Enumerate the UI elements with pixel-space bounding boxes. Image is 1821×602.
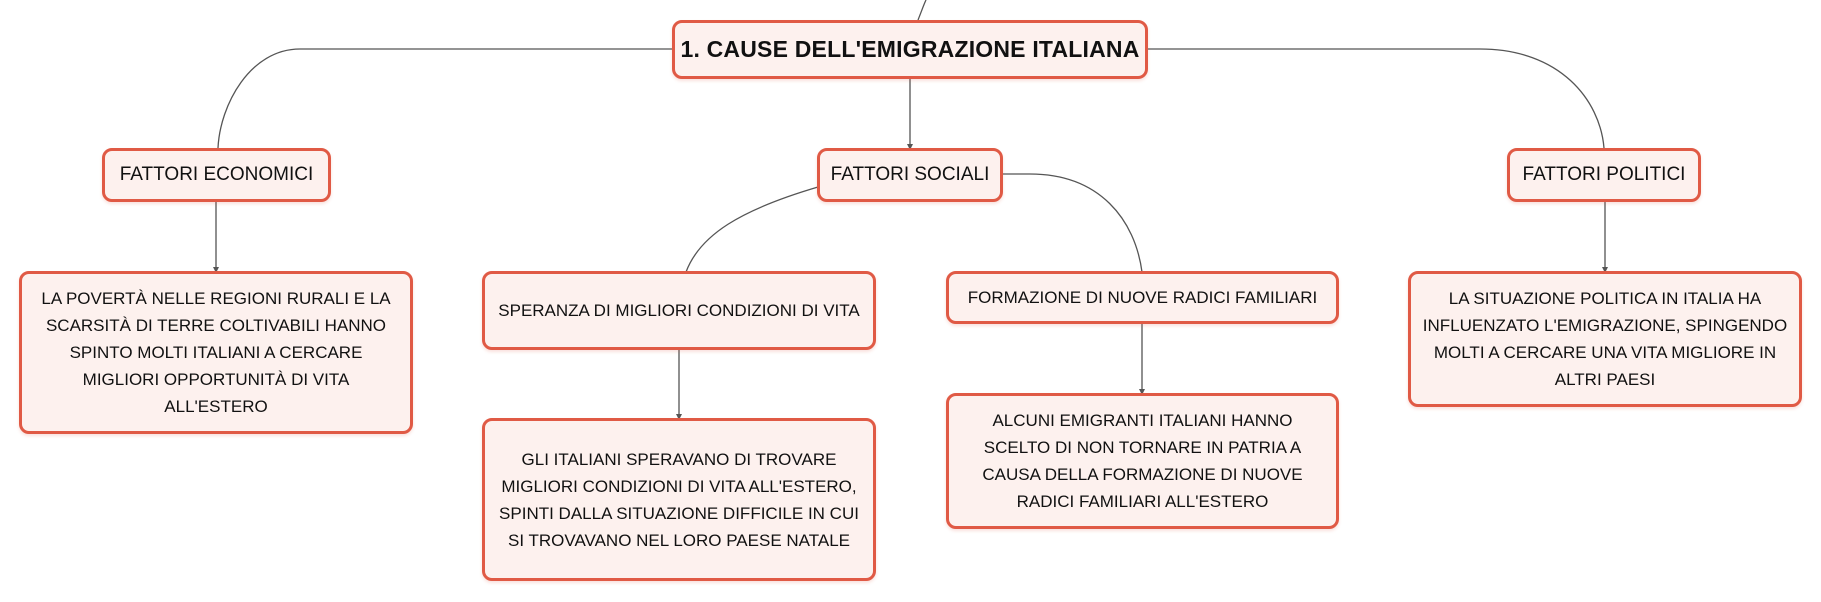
- root-topic-node[interactable]: 1. CAUSE DELL'EMIGRAZIONE ITALIANA: [672, 20, 1148, 79]
- hope-detail-text: GLI ITALIANI SPERAVANO DI TROVARE MIGLIO…: [499, 449, 859, 550]
- subtopic-hope-node[interactable]: SPERANZA DI MIGLIORI CONDIZIONI DI VITA: [482, 271, 876, 350]
- topic-political-factors[interactable]: FATTORI POLITICI: [1507, 148, 1701, 202]
- roots-detail-text: ALCUNI EMIGRANTI ITALIANI HANNO SCELTO D…: [982, 411, 1303, 511]
- connector-social-to-roots: [1002, 173, 1143, 273]
- political-detail-text: LA SITUAZIONE POLITICA IN ITALIA HA INFL…: [1422, 289, 1788, 389]
- roots-detail-node[interactable]: ALCUNI EMIGRANTI ITALIANI HANNO SCELTO D…: [946, 393, 1339, 529]
- hope-detail-node[interactable]: GLI ITALIANI SPERAVANO DI TROVARE MIGLIO…: [482, 418, 876, 581]
- subtopic-roots-label: FORMAZIONE DI NUOVE RADICI FAMILIARI: [967, 288, 1318, 307]
- topic-political-label: FATTORI POLITICI: [1522, 164, 1686, 185]
- root-topic-label: 1. CAUSE DELL'EMIGRAZIONE ITALIANA: [680, 36, 1140, 62]
- economic-detail-text: LA POVERTÀ NELLE REGIONI RURALI E LA SCA…: [41, 289, 391, 416]
- topic-economic-factors[interactable]: FATTORI ECONOMICI: [102, 148, 331, 202]
- economic-detail-node[interactable]: LA POVERTÀ NELLE REGIONI RURALI E LA SCA…: [19, 271, 413, 434]
- connector-social-to-hope: [685, 186, 819, 273]
- topic-social-label: FATTORI SOCIALI: [830, 164, 990, 185]
- connector-root-to-economic: [217, 48, 672, 149]
- topic-social-factors[interactable]: FATTORI SOCIALI: [817, 148, 1003, 202]
- topic-economic-label: FATTORI ECONOMICI: [119, 164, 314, 185]
- connector-off-canvas-parent: [917, 0, 927, 21]
- political-detail-node[interactable]: LA SITUAZIONE POLITICA IN ITALIA HA INFL…: [1408, 271, 1802, 407]
- subtopic-hope-label: SPERANZA DI MIGLIORI CONDIZIONI DI VITA: [498, 301, 860, 320]
- connector-root-to-political: [1148, 48, 1605, 149]
- subtopic-roots-node[interactable]: FORMAZIONE DI NUOVE RADICI FAMILIARI: [946, 271, 1339, 324]
